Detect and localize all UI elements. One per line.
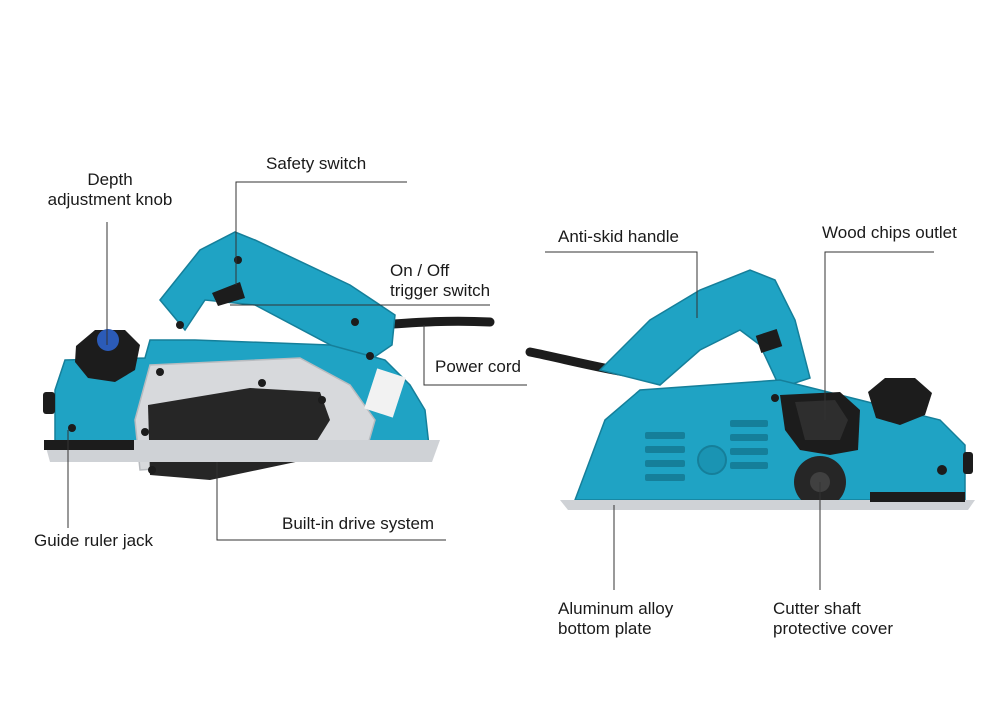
trigger-switch-label-line1: On / Off	[390, 261, 450, 280]
left-planer	[43, 231, 495, 480]
left-base-plate	[44, 440, 440, 462]
base-plate-label-line1: Aluminum alloy	[558, 599, 674, 618]
base-plate-label: Aluminum alloy bottom plate	[558, 599, 673, 639]
right-base-plate	[560, 500, 975, 510]
drive-system-label: Built-in drive system	[282, 514, 435, 533]
right-planer	[525, 269, 975, 510]
left-depth-knob	[75, 330, 140, 382]
right-body	[573, 379, 966, 501]
anti-skid-label: Anti-skid handle	[558, 227, 679, 246]
right-depth-knob	[868, 378, 932, 425]
trigger-switch-label-line2: trigger switch	[390, 281, 491, 300]
left-power-cord	[375, 316, 495, 330]
left-trigger	[212, 282, 245, 306]
trigger-switch-label: On / Off trigger switch	[390, 261, 490, 301]
power-cord-label: Power cord	[435, 357, 521, 376]
guide-ruler-label: Guide ruler jack	[34, 531, 154, 550]
cutter-cover-label-line1: Cutter shaft	[773, 599, 861, 618]
depth-knob-label-line2: adjustment knob	[47, 190, 173, 209]
base-plate-label-line2: bottom plate	[558, 619, 652, 638]
cutter-cover-label: Cutter shaft protective cover	[773, 599, 893, 639]
left-handle	[159, 231, 396, 361]
left-drive-cover	[148, 388, 330, 480]
right-handle	[598, 269, 811, 389]
right-vent-grille	[645, 420, 768, 481]
depth-knob-label: Depth adjustment knob	[40, 170, 180, 210]
callout-lines	[67, 181, 934, 590]
cutter-cover-label-line2: protective cover	[773, 619, 893, 638]
safety-switch-label: Safety switch	[266, 154, 367, 173]
wood-chips-label: Wood chips outlet	[822, 223, 957, 242]
depth-knob-label-line1: Depth	[87, 170, 133, 189]
